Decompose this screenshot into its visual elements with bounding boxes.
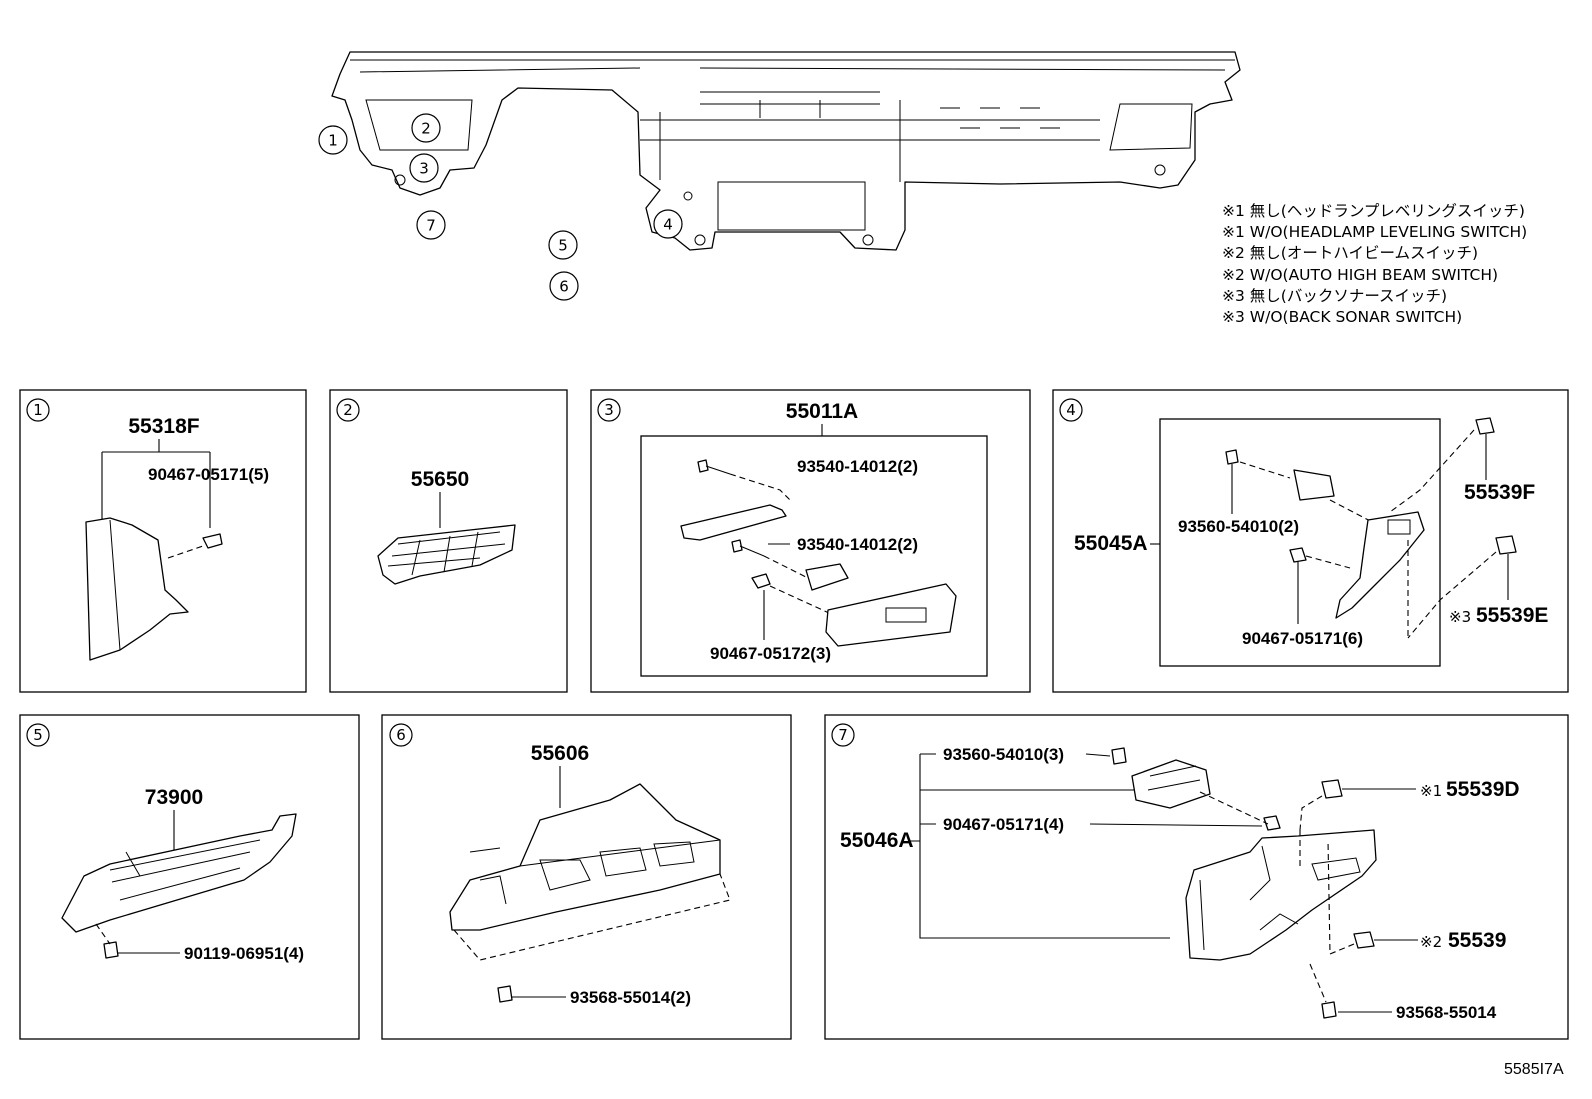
note-marker: ※1 [1420, 782, 1442, 800]
screw-illustration [1225, 449, 1239, 465]
part-number-55539F[interactable]: 55539F [1464, 481, 1535, 504]
dashboard-overview-illustration [331, 51, 1241, 251]
knee-panel-illustration [1335, 511, 1425, 619]
panel-number: 6 [396, 726, 406, 744]
part-number-93568-55014[interactable]: 93568-55014 [1396, 1003, 1497, 1022]
screw-illustration [497, 985, 513, 1003]
part-number-93540-14012[interactable]: 93540-14012(2) [797, 457, 918, 476]
screw-illustration [697, 459, 709, 473]
panel-number: 3 [604, 401, 614, 419]
switch-illustration [1475, 417, 1495, 435]
callout-label: 2 [421, 120, 431, 138]
overview-callouts: 1 2 3 7 4 5 6 [318, 113, 683, 301]
part-number-55045A[interactable]: 55045A [1074, 532, 1148, 555]
panel-3: 3 55011A 93540-14012(2) 93540-14012(2) 9… [590, 389, 1031, 693]
part-number-55606[interactable]: 55606 [531, 742, 589, 765]
part-number-93540-14012-b[interactable]: 93540-14012(2) [797, 535, 918, 554]
panel-number: 1 [33, 401, 43, 419]
overview-callout-7[interactable]: 7 [416, 210, 446, 240]
part-number-90467-05171[interactable]: 90467-05171(6) [1242, 629, 1363, 648]
bracket-illustration [680, 504, 787, 541]
panel-7: 7 55046A 93560-54010(3) 90467-05171(4) ※… [824, 714, 1569, 1040]
note-marker: ※2 [1420, 933, 1442, 951]
part-number-55539[interactable]: 55539 [1448, 929, 1506, 952]
part-number-55650[interactable]: 55650 [411, 468, 469, 491]
part-number-55539D[interactable]: 55539D [1446, 778, 1520, 801]
clip-illustration [202, 533, 223, 549]
note-marker: ※3 [1449, 608, 1471, 626]
overview-callout-5[interactable]: 5 [548, 230, 578, 260]
callout-label: 4 [663, 216, 673, 234]
panel-number: 7 [838, 726, 848, 744]
callout-label: 5 [558, 237, 568, 255]
panel-1: 1 55318F 90467-05171(5) [19, 389, 307, 693]
part-number-93568-55014[interactable]: 93568-55014(2) [570, 988, 691, 1007]
kick-panel-illustration [85, 517, 189, 661]
panel-2: 2 55650 [329, 389, 568, 693]
diagram-code: 5585I7A [1504, 1061, 1564, 1078]
screw-illustration [731, 539, 743, 553]
note-line: ※1 無し(ヘッドランプレベリングスイッチ) [1222, 202, 1525, 220]
switch-illustration [1495, 535, 1517, 555]
callout-label: 7 [426, 217, 436, 235]
callout-label: 3 [419, 160, 429, 178]
part-number-90467-05171[interactable]: 90467-05171(4) [943, 815, 1064, 834]
panel-number: 5 [33, 726, 43, 744]
overview-callout-1[interactable]: 1 [318, 125, 348, 155]
note-line: ※3 無し(バックソナースイッチ) [1222, 286, 1448, 305]
part-number-55011A[interactable]: 55011A [786, 400, 858, 423]
note-line: ※3 W/O(BACK SONAR SWITCH) [1222, 308, 1463, 327]
callout-label: 1 [328, 132, 338, 150]
part-number-73900[interactable]: 73900 [145, 786, 203, 809]
panel-4: 4 55045A 93560-54010(2) 90467-05171(6) 5… [1052, 389, 1569, 693]
overview-callout-4[interactable]: 4 [653, 209, 683, 239]
switch-illustration [1321, 779, 1343, 799]
knee-airbag-illustration [61, 813, 297, 933]
note-line: ※1 W/O(HEADLAMP LEVELING SWITCH) [1222, 223, 1528, 242]
note-line: ※2 W/O(AUTO HIGH BEAM SWITCH) [1222, 265, 1499, 284]
part-number-55318F[interactable]: 55318F [128, 415, 199, 438]
switch-illustration [805, 563, 849, 591]
clip-illustration [1263, 815, 1281, 831]
panel-number: 2 [343, 401, 353, 419]
part-number-55046A[interactable]: 55046A [840, 829, 914, 852]
part-number-90467-05171[interactable]: 90467-05171(5) [148, 465, 269, 484]
part-number-90119-06951[interactable]: 90119-06951(4) [184, 944, 304, 963]
panel-6: 6 55606 93568-55014(2) [381, 714, 792, 1040]
screw-illustration [1321, 1001, 1337, 1019]
lower-cover-illustration [449, 783, 721, 931]
lower-switch-panel-illustration [825, 583, 957, 647]
panel-5: 5 73900 90119-06951(4) [19, 714, 360, 1040]
part-number-93560-54010[interactable]: 93560-54010(3) [943, 745, 1064, 764]
overview-callout-6[interactable]: 6 [549, 271, 579, 301]
panel-number: 4 [1066, 401, 1076, 419]
part-number-55539E[interactable]: 55539E [1476, 604, 1548, 627]
glove-box-panel-illustration [1185, 829, 1377, 961]
part-number-93560-54010[interactable]: 93560-54010(2) [1178, 517, 1299, 536]
bracket-illustration [1131, 759, 1211, 809]
note-line: ※2 無し(オートハイビームスイッチ) [1222, 244, 1479, 263]
bolt-illustration [103, 941, 119, 959]
screw-illustration [1111, 747, 1127, 765]
clip-illustration [751, 573, 771, 589]
clip-illustration [1289, 547, 1307, 563]
switch-illustration [1353, 931, 1375, 949]
callout-label: 6 [559, 278, 569, 296]
overview-callout-3[interactable]: 3 [409, 153, 439, 183]
legend-notes: ※1 無し(ヘッドランプレベリングスイッチ) ※1 W/O(HEADLAMP L… [1222, 201, 1527, 328]
overview-callout-2[interactable]: 2 [411, 113, 441, 143]
part-number-90467-05172[interactable]: 90467-05172(3) [710, 644, 831, 663]
bracket-illustration [1293, 469, 1335, 501]
